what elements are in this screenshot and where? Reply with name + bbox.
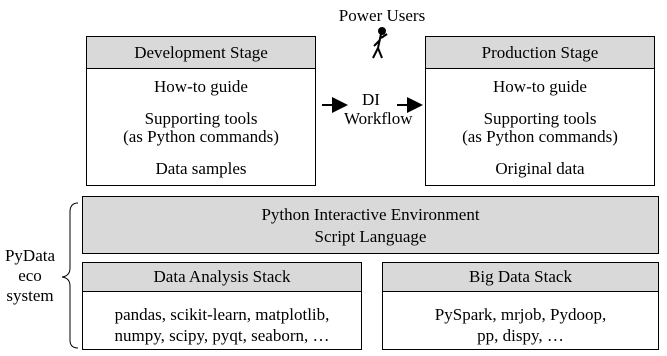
ecosystem-label: PyData eco system [2, 246, 58, 306]
ecosystem-line1: PyData [4, 246, 56, 265]
development-item-tools-note: (as Python commands) [123, 127, 279, 146]
environment-line1: Python Interactive Environment [261, 205, 480, 224]
development-item-howto: How-to guide [154, 77, 248, 96]
development-item-tools: Supporting tools [144, 109, 258, 128]
environment-box: Python Interactive Environment Script La… [82, 196, 659, 254]
ecosystem-line3: system [6, 286, 54, 305]
data-analysis-title: Data Analysis Stack [83, 263, 361, 292]
power-user-figure [372, 27, 388, 59]
data-analysis-line2: numpy, scipy, pyqt, seaborn, … [114, 326, 330, 345]
workflow-label: DI Workflow [344, 90, 413, 128]
big-data-title: Big Data Stack [383, 263, 658, 292]
workflow-label-line1: DI [362, 90, 380, 109]
production-item-tools: Supporting tools [483, 109, 597, 128]
ecosystem-brace [61, 202, 79, 349]
production-stage-title: Production Stage [426, 37, 654, 69]
production-item-howto: How-to guide [493, 77, 587, 96]
data-analysis-box: Data Analysis Stack pandas, scikit-learn… [82, 262, 362, 350]
production-item-tools-note: (as Python commands) [462, 127, 618, 146]
ecosystem-line2: eco [18, 266, 42, 285]
environment-line2: Script Language [314, 227, 427, 246]
workflow-label-line2: Workflow [344, 109, 413, 128]
development-stage-box: Development Stage How-to guide Supportin… [86, 36, 316, 186]
big-data-box: Big Data Stack PySpark, mrjob, Pydoop, p… [382, 262, 659, 350]
production-item-data: Original data [495, 159, 585, 178]
data-analysis-line1: pandas, scikit-learn, matplotlib, [114, 305, 330, 324]
development-item-data: Data samples [155, 159, 247, 178]
big-data-line1: PySpark, mrjob, Pydoop, [434, 305, 607, 324]
production-stage-box: Production Stage How-to guide Supporting… [425, 36, 655, 186]
development-stage-title: Development Stage [87, 37, 315, 69]
big-data-line2: pp, dispy, … [477, 326, 564, 345]
power-users-label: Power Users [338, 6, 426, 25]
